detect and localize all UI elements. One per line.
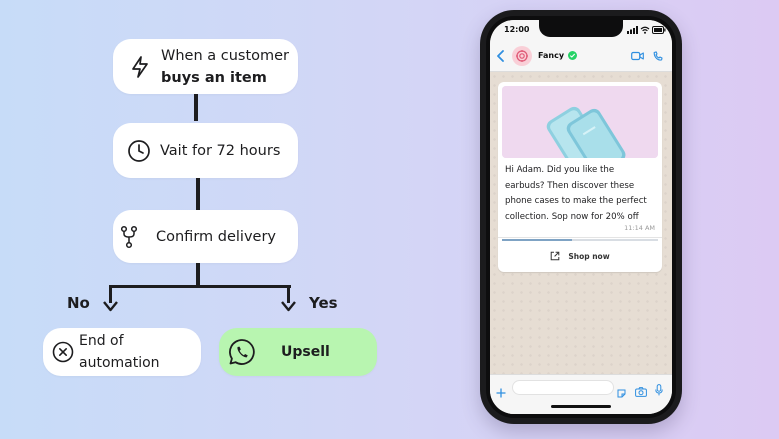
branch-icon [119,225,139,249]
signal-icon [627,26,638,36]
phone-screen: 12:00 Fancy [490,20,672,414]
connector-3 [196,263,200,287]
branch-right-drop [287,285,290,303]
verified-icon [568,51,578,60]
progress-bar [502,239,658,241]
progress-fill [502,239,573,241]
wifi-icon [640,26,650,36]
microphone-icon[interactable] [655,381,663,400]
back-icon[interactable] [496,49,505,62]
plus-icon[interactable] [496,383,506,402]
wait-node[interactable]: Vait for 72 hours [113,123,298,178]
branch-bar [109,285,291,288]
clock-icon [127,139,151,163]
connector-2 [196,178,200,210]
arrow-down-left-icon [103,301,118,312]
end-label: End of automation [79,333,160,371]
arrow-down-right-icon [281,301,296,312]
chat-header: Fancy [490,40,672,72]
branch-no-label: No [67,294,90,312]
avatar[interactable] [512,45,532,66]
upsell-node[interactable]: Upsell [219,328,377,376]
shop-now-button[interactable]: Shop now [498,244,662,268]
sticker-icon[interactable] [617,383,626,402]
bubble-divider [498,237,662,238]
status-bar: 12:00 [490,20,672,40]
status-time: 12:00 [504,25,530,34]
lightning-icon [129,55,151,79]
upsell-label: Upsell [281,344,330,360]
video-call-icon[interactable] [631,51,644,61]
phone-mockup: 12:00 Fancy [480,10,682,424]
branch-yes-label: Yes [309,294,338,312]
message-input[interactable] [512,380,614,395]
battery-icon [652,26,666,36]
confirm-node[interactable]: Confirm delivery [113,210,298,263]
phone-call-icon[interactable] [653,50,663,61]
connector-1 [194,94,198,121]
message-time: 11:14 AM [624,224,655,232]
branch-left-drop [109,285,112,303]
input-bar [490,374,672,414]
message-text: Hi Adam. Did you like the earbuds? Then … [505,165,647,222]
camera-icon[interactable] [635,382,647,401]
notch [539,20,623,37]
close-circle-icon [52,341,74,363]
external-link-icon [550,251,560,261]
wait-label: Vait for 72 hours [160,142,281,159]
trigger-line1: When a customer [161,47,290,64]
home-indicator [551,405,611,408]
trigger-node[interactable]: When a customer buys an item [113,39,298,94]
confirm-label: Confirm delivery [156,228,276,245]
shop-now-label: Shop now [568,251,610,261]
whatsapp-icon [227,337,257,367]
message-bubble: Hi Adam. Did you like the earbuds? Then … [498,82,662,272]
end-node[interactable]: End of automation [43,328,201,376]
trigger-line2: buys an item [161,69,267,86]
product-image [502,86,658,158]
contact-name[interactable]: Fancy [538,51,565,60]
